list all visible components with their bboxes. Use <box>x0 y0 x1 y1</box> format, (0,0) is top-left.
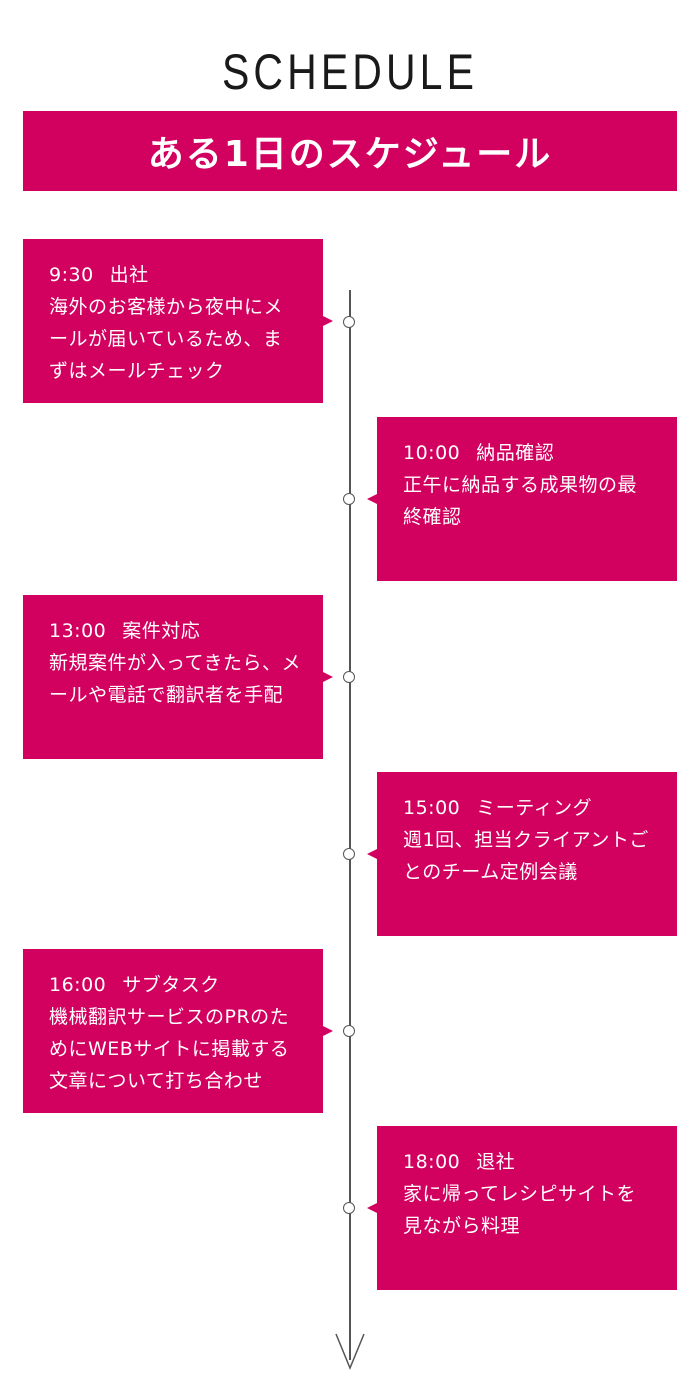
event-title: サブタスク <box>122 974 220 996</box>
timeline-node <box>343 1025 355 1037</box>
event-description: 海外のお客様から夜中にメールが届いているため、まずはメールチェック <box>49 296 284 382</box>
schedule-card-6: 18:00 退社 家に帰ってレシピサイトを見ながら料理 <box>367 1126 677 1290</box>
event-time: 10:00 <box>403 442 461 464</box>
page-title: SCHEDULE <box>221 44 479 100</box>
event-description: 正午に納品する成果物の最終確認 <box>403 474 638 528</box>
event-title: 案件対応 <box>122 620 201 642</box>
schedule-card-1: 9:30 出社 海外のお客様から夜中にメールが届いているため、まずはメールチェック <box>23 239 333 403</box>
schedule-card-2: 10:00 納品確認 正午に納品する成果物の最終確認 <box>367 417 677 581</box>
event-title: ミーティング <box>476 797 593 819</box>
timeline-node <box>343 316 355 328</box>
event-time: 13:00 <box>49 620 107 642</box>
event-time: 18:00 <box>403 1151 461 1173</box>
schedule-card-5: 16:00 サブタスク 機械翻訳サービスのPRのためにWEBサイトに掲載する文章に… <box>23 949 333 1113</box>
timeline-node <box>343 848 355 860</box>
event-time: 9:30 <box>49 264 94 286</box>
event-description: 週1回、担当クライアントごとのチーム定例会議 <box>403 829 649 883</box>
event-title: 退社 <box>476 1151 516 1173</box>
event-description: 家に帰ってレシピサイトを見ながら料理 <box>403 1183 637 1237</box>
schedule-card-4: 15:00 ミーティング 週1回、担当クライアントごとのチーム定例会議 <box>367 772 677 936</box>
timeline-node <box>343 493 355 505</box>
timeline-line <box>349 290 351 1360</box>
schedule-banner: ある1日のスケジュール <box>23 111 677 191</box>
event-time: 16:00 <box>49 974 107 996</box>
event-time: 15:00 <box>403 797 461 819</box>
event-description: 新規案件が入ってきたら、メールや電話で翻訳者を手配 <box>49 652 301 706</box>
schedule-card-3: 13:00 案件対応 新規案件が入ってきたら、メールや電話で翻訳者を手配 <box>23 595 333 759</box>
event-title: 出社 <box>109 264 149 286</box>
timeline-node <box>343 1202 355 1214</box>
event-title: 納品確認 <box>476 442 555 464</box>
event-description: 機械翻訳サービスのPRのためにWEBサイトに掲載する文章について打ち合わせ <box>49 1006 290 1092</box>
timeline-node <box>343 671 355 683</box>
timeline-arrow-icon <box>335 1333 365 1370</box>
